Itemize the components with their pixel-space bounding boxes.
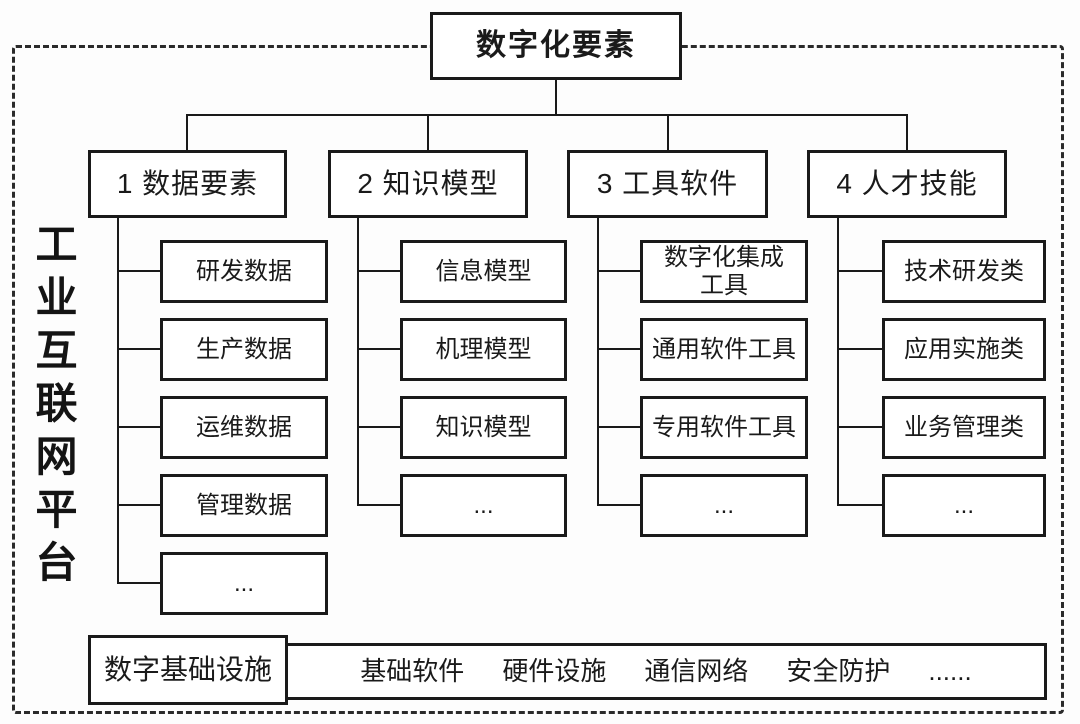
connector-stub: [117, 582, 160, 584]
child-node-ellipsis: ...: [400, 474, 567, 537]
connector-branch-rail: [186, 114, 908, 116]
branch-node-knowledge: 2 知识模型: [328, 150, 528, 218]
connector-stub: [117, 426, 160, 428]
connector-stub: [357, 348, 400, 350]
connector-stub: [357, 426, 400, 428]
connector-stub: [357, 270, 400, 272]
child-node: 机理模型: [400, 318, 567, 381]
child-node: 生产数据: [160, 318, 328, 381]
branch-node-tools: 3 工具软件: [567, 150, 768, 218]
connector-root-stem: [555, 80, 557, 116]
connector-stub: [597, 504, 640, 506]
connector-spine-col3: [597, 218, 599, 506]
child-node: 研发数据: [160, 240, 328, 303]
child-node: 应用实施类: [882, 318, 1046, 381]
child-node: 知识模型: [400, 396, 567, 459]
connector-stub: [117, 270, 160, 272]
child-node: 业务管理类: [882, 396, 1046, 459]
infrastructure-item: 基础软件: [360, 655, 465, 686]
connector-stub: [117, 504, 160, 506]
connector-drop-branch-1: [186, 114, 188, 150]
branch-node-data: 1 数据要素: [88, 150, 287, 218]
child-node: 技术研发类: [882, 240, 1046, 303]
connector-stub: [837, 270, 882, 272]
child-node-ellipsis: ...: [640, 474, 808, 537]
connector-spine-col4: [837, 218, 839, 506]
child-node: 管理数据: [160, 474, 328, 537]
branch-node-talent: 4 人才技能: [807, 150, 1007, 218]
root-node: 数字化要素: [430, 12, 682, 80]
connector-stub: [597, 348, 640, 350]
child-node: 信息模型: [400, 240, 567, 303]
connector-drop-branch-3: [667, 114, 669, 150]
infrastructure-item: 硬件设施: [502, 655, 607, 686]
connector-stub: [837, 426, 882, 428]
child-node: 专用软件工具: [640, 396, 808, 459]
connector-stub: [597, 270, 640, 272]
child-node-ellipsis: ...: [882, 474, 1046, 537]
connector-stub: [597, 426, 640, 428]
infrastructure-item: 安全防护: [786, 655, 891, 686]
infrastructure-label: 数字基础设施: [88, 635, 288, 705]
connector-spine-col2: [357, 218, 359, 506]
connector-stub: [837, 504, 882, 506]
infrastructure-item-ellipsis: ......: [928, 655, 972, 686]
connector-stub: [837, 348, 882, 350]
connector-stub: [117, 348, 160, 350]
child-node: 通用软件工具: [640, 318, 808, 381]
child-node: 数字化集成 工具: [640, 240, 808, 303]
connector-drop-branch-4: [906, 114, 908, 150]
child-node: 运维数据: [160, 396, 328, 459]
platform-vertical-label: 工业互联网平台: [30, 222, 77, 593]
connector-drop-branch-2: [427, 114, 429, 150]
infrastructure-item: 通信网络: [644, 655, 749, 686]
connector-stub: [357, 504, 400, 506]
child-node-ellipsis: ...: [160, 552, 328, 615]
infrastructure-bar: 基础软件 硬件设施 通信网络 安全防护 ......: [285, 643, 1047, 700]
connector-spine-col1: [117, 218, 119, 583]
